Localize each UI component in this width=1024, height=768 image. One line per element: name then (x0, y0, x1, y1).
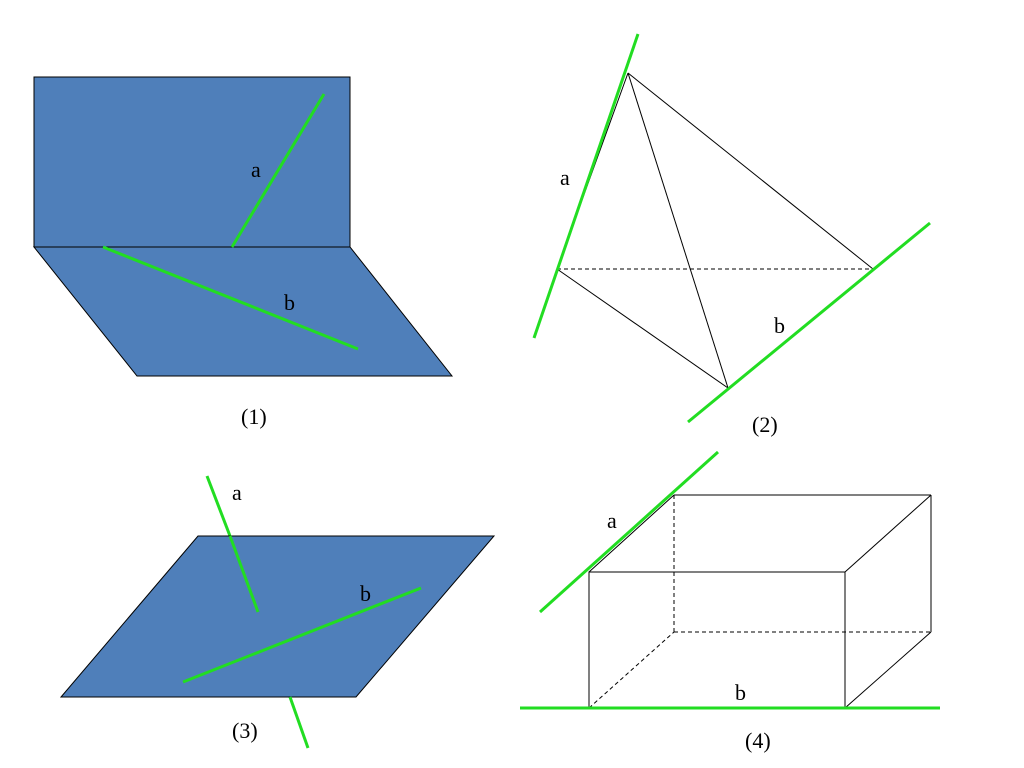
line-a (230, 93, 326, 248)
edge-top-right (627, 72, 874, 270)
line-a (538, 450, 720, 614)
line-b (687, 221, 931, 424)
line-a-upper (205, 475, 232, 537)
horizontal-plane (32, 246, 454, 377)
hidden-bottom-left-edge (588, 631, 675, 709)
label-a: a (251, 157, 261, 182)
line-a-below (288, 696, 310, 749)
line-a-lower (228, 535, 260, 613)
label-b: b (735, 680, 746, 705)
caption-1: (1) (241, 404, 267, 429)
caption-4: (4) (745, 728, 771, 753)
edge-top-bottom (627, 72, 729, 389)
edge-left-bottom (556, 268, 729, 389)
figure-3: a b (3) (59, 475, 496, 749)
vertical-plane (33, 76, 351, 248)
plane (59, 535, 496, 698)
label-b: b (360, 581, 371, 606)
label-b: b (774, 313, 785, 338)
label-a: a (232, 480, 242, 505)
top-left-edge (588, 494, 675, 573)
top-right-edge (844, 494, 932, 573)
figure-2: a b (2) (532, 33, 931, 437)
figure-4: a b (4) (520, 450, 940, 753)
caption-2: (2) (752, 412, 778, 437)
line-b (182, 586, 422, 684)
label-a: a (607, 508, 617, 533)
figure-1: a b (1) (32, 76, 454, 429)
line-a (532, 33, 640, 339)
label-a: a (560, 165, 570, 190)
label-b: b (284, 290, 295, 315)
caption-3: (3) (232, 718, 258, 743)
line-b (102, 245, 359, 351)
bottom-right-edge (844, 631, 932, 709)
front-face (588, 571, 846, 709)
